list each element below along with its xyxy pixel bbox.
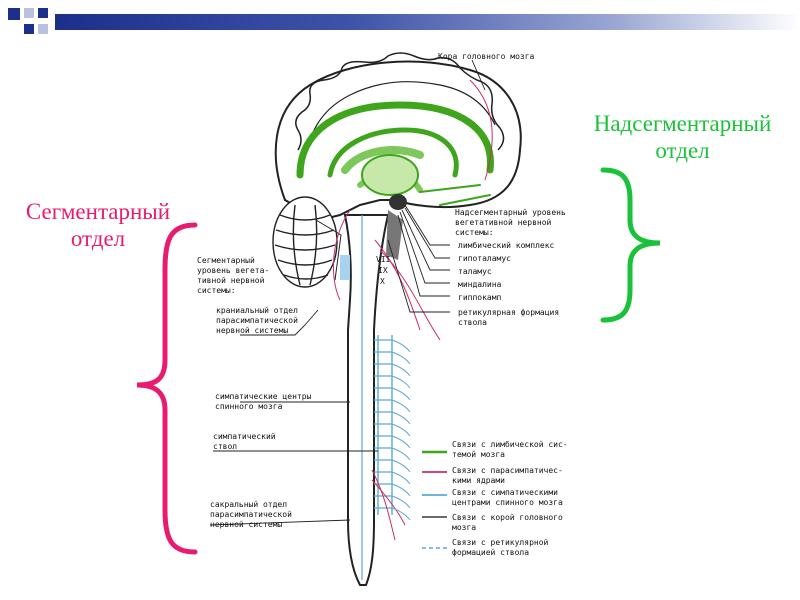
corner-squares-icon bbox=[0, 0, 60, 50]
label-reticular: ретикулярная формация ствола bbox=[458, 308, 560, 327]
label-cn7: VII bbox=[376, 255, 391, 264]
segmental-title: Сегментарный отдел bbox=[25, 199, 171, 251]
label-seg-level: Сегментарный уровень вегета- тивной нерв… bbox=[197, 256, 270, 295]
legend-item-cortex: Связи с корой головного мозга bbox=[452, 513, 563, 532]
legend-item-limbic: Связи с лимбической сис- темой мозга bbox=[452, 440, 568, 459]
legend-item-reticular: Связи с ретикулярной формацией ствола bbox=[452, 538, 549, 557]
right-brace-icon bbox=[600, 167, 661, 323]
label-sacral: сакральный отдел парасимпатической нервн… bbox=[210, 500, 292, 529]
label-amygdala: миндалина bbox=[458, 280, 502, 289]
label-hypothalamus: гипоталамус bbox=[458, 254, 511, 263]
label-symp-centers: симпатические центры спинного мозга bbox=[215, 392, 312, 411]
suprasegmental-title: Надсегментарный отдел bbox=[593, 111, 772, 163]
label-cn9: IX bbox=[378, 266, 388, 275]
legend-item-parasympathetic: Связи с парасимпатичес- кими ядрами bbox=[452, 466, 563, 485]
left-brace-icon bbox=[136, 222, 198, 555]
label-supraseg-level: Надсегментарный уровень вегетативной нер… bbox=[455, 208, 566, 237]
header-bar bbox=[55, 14, 800, 30]
label-cranial: краниальный отдел парасимпатической нерв… bbox=[216, 306, 298, 335]
label-cortex: Кора головного мозга bbox=[438, 52, 535, 61]
label-limbic: лимбический комплекс bbox=[458, 241, 555, 250]
label-thalamus: таламус bbox=[458, 267, 492, 276]
label-hippocampus: гиппокамп bbox=[458, 293, 502, 302]
label-symp-trunk: симпатический ствол bbox=[213, 432, 276, 451]
legend-item-sympathetic: Связи с симпатическими центрами спинного… bbox=[452, 488, 563, 507]
label-cn10: X bbox=[380, 277, 385, 286]
